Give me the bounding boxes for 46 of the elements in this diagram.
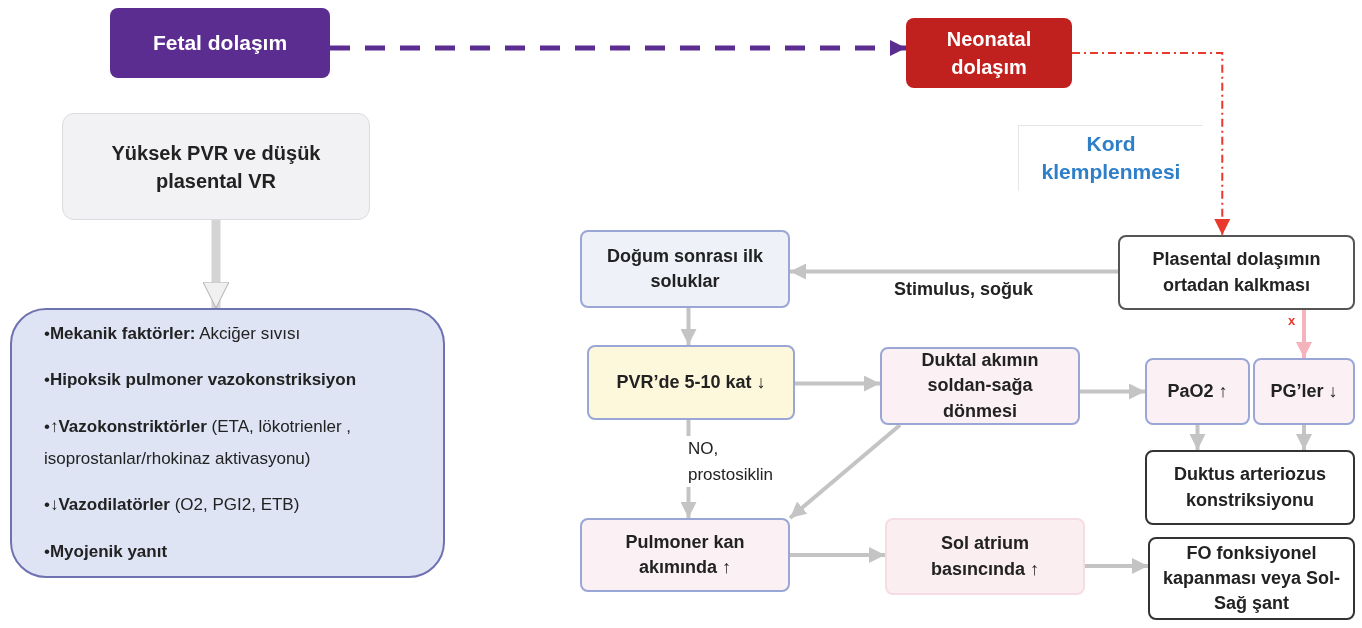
node-text: PG’ler ↓	[1270, 379, 1338, 403]
arrow	[1080, 383, 1145, 400]
list-item: •Hipoksik pulmoner vazokonstriksiyon	[44, 369, 357, 392]
arrow	[1085, 558, 1148, 574]
node-text: Doğum sonrası ilk soluklar	[605, 244, 764, 293]
process-box	[580, 518, 790, 592]
process-box	[110, 8, 330, 78]
arrow	[1296, 425, 1312, 450]
process-box	[1253, 358, 1355, 425]
arrow	[1189, 425, 1206, 450]
arrow	[680, 308, 697, 345]
list-item: •↑Vazokonstriktörler (ETA, lökotrienler , isoprostanlar/rhokinaz aktivasyonu)	[44, 415, 352, 470]
arrow	[790, 547, 885, 563]
arrow	[788, 423, 902, 520]
process-box	[1118, 235, 1355, 310]
process-box	[906, 18, 1072, 88]
node-text: Pulmoner kan akımında ↑	[624, 530, 746, 579]
process-box	[1148, 537, 1355, 620]
list-item: •Mekanik faktörler: Akciğer sıvısı	[44, 323, 301, 346]
arrow	[790, 263, 1118, 280]
list-box	[10, 308, 445, 578]
process-box	[1145, 450, 1355, 525]
process-box	[580, 230, 790, 308]
edge-label: Kord klemplenmesi	[1018, 125, 1203, 191]
list-item: •↓Vazodilatörler (O2, PGI2, ETB)	[44, 494, 300, 517]
arrow	[795, 375, 880, 392]
arrow	[330, 40, 906, 56]
process-box	[587, 345, 795, 420]
process-box	[62, 113, 370, 220]
process-box	[1145, 358, 1250, 425]
node-text: Fetal dolaşım	[152, 30, 288, 57]
node-text: PaO2 ↑	[1167, 379, 1228, 403]
arrow	[202, 220, 230, 309]
node-text: Yüksek PVR ve düşük plasental VR	[110, 140, 322, 194]
process-box	[880, 347, 1080, 425]
process-box	[885, 518, 1085, 595]
node-text: Neonatal dolaşım	[945, 27, 1033, 80]
node-text: Duktal akımın soldan-sağa dönmesi	[920, 349, 1040, 423]
arrow	[1071, 52, 1231, 236]
node-text: PVR’de 5-10 kat ↓	[616, 370, 766, 394]
arrow	[1296, 310, 1312, 358]
node-text: FO fonksiyonel kapanması veya Sol-Sağ şant	[1161, 541, 1342, 616]
node-text: Duktus arteriozus konstriksiyonu	[1172, 463, 1327, 512]
list-item: •Myojenik yanıt	[44, 540, 168, 563]
node-text: Sol atrium basıncında ↑	[930, 532, 1040, 581]
node-text: Plasental dolaşımın ortadan kalkması	[1151, 248, 1322, 297]
